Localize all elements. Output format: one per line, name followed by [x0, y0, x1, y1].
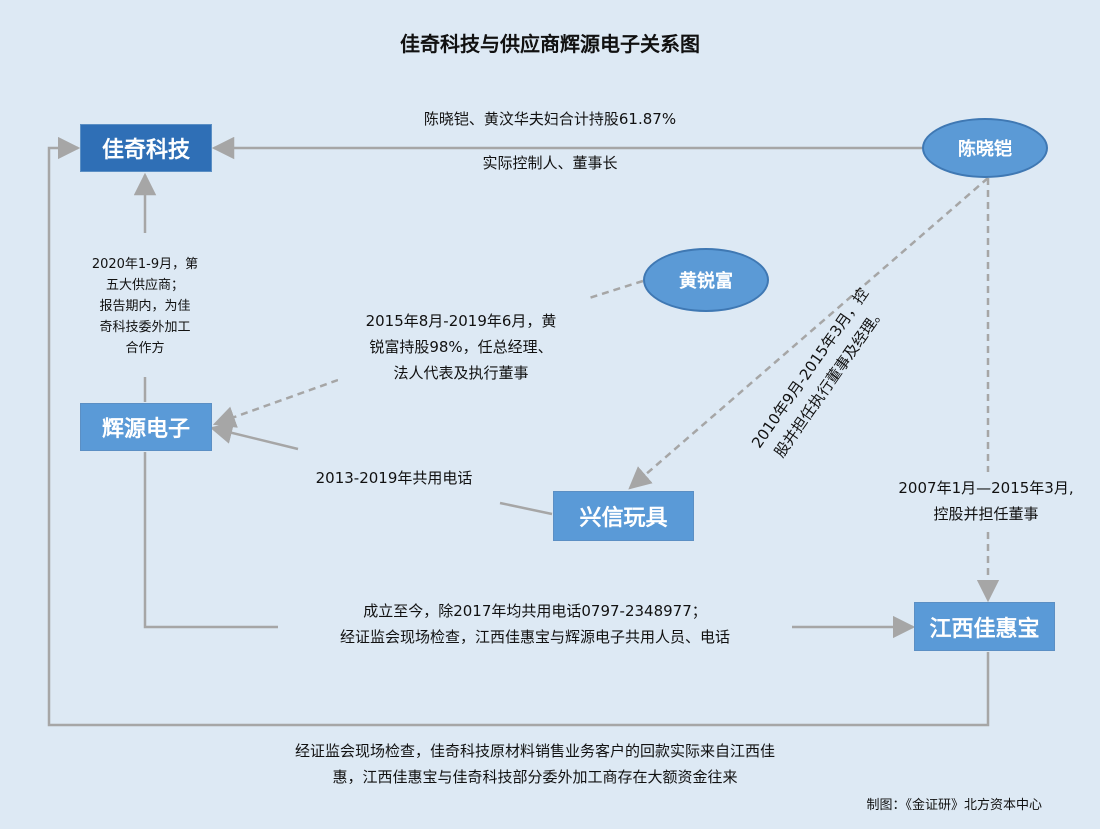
label-left-line4: 奇科技委外加工: [99, 320, 191, 335]
diagram-title: 佳奇科技与供应商辉源电子关系图: [400, 32, 700, 56]
label-bottom-line2: 惠，江西佳惠宝与佳奇科技部分委外加工商存在大额资金往来: [332, 768, 738, 786]
source-credit: 制图：《金证研》北方资本中心: [866, 798, 1042, 813]
node-jiangxi: 江西佳惠宝: [914, 602, 1055, 651]
label-mid-line2: 经证监会现场检查，江西佳惠宝与辉源电子共用人员、电话: [339, 628, 730, 646]
label-left-line3: 报告期内，为佳: [99, 299, 191, 314]
connector-jiangxi-to-jiaqi: [47, 136, 990, 727]
connector-huiyuan-to-jiangxi-left: [143, 452, 278, 629]
label-left-line5: 合作方: [125, 341, 165, 356]
node-huiyuan: 辉源电子: [80, 403, 212, 451]
connector-huiyuan-xingxin-lower: [499, 501, 553, 516]
label-right-line1: 2007年1月—2015年3月,: [898, 479, 1074, 497]
label-huang-line1: 2015年8月-2019年6月，黄: [365, 312, 557, 330]
label-left-block: 2020年1-9月，第 五大供应商； 报告期内，为佳 奇科技委外加工 合作方: [76, 254, 214, 359]
node-xingxin: 兴信玩具: [553, 491, 694, 541]
label-right-block: 2007年1月—2015年3月, 控股并担任董事: [888, 475, 1084, 527]
label-left-line1: 2020年1-9月，第: [91, 257, 199, 272]
label-bottom-line1: 经证监会现场检查，佳奇科技原材料销售业务客户的回款实际来自江西佳: [294, 742, 775, 760]
connector-chen-to-xingxin: [628, 177, 989, 490]
node-jiaqi: 佳奇科技: [80, 124, 212, 172]
connector-huiyuan-xingxin-upper: [209, 421, 299, 451]
connector-huang-to-huiyuan-upper: [585, 279, 644, 301]
label-huang-block: 2015年8月-2019年6月，黄 锐富持股98%，任总经理、 法人代表及执行董…: [338, 308, 584, 386]
label-left-line2: 五大供应商；: [105, 278, 184, 293]
label-bottom-block: 经证监会现场检查，佳奇科技原材料销售业务客户的回款实际来自江西佳 惠，江西佳惠宝…: [240, 738, 830, 790]
label-phone: 2013-2019年共用电话: [302, 465, 486, 491]
label-mid-line1: 成立至今，除2017年均共用电话0797-2348977；: [363, 602, 707, 620]
label-huang-line3: 法人代表及执行董事: [393, 364, 529, 382]
node-huangruifu: 黄锐富: [643, 248, 769, 312]
label-top-line2: 实际控制人、董事长: [430, 150, 670, 176]
label-huang-line2: 锐富持股98%，任总经理、: [369, 338, 553, 356]
label-top-line1: 陈晓铠、黄汶华夫妇合计持股61.87%: [390, 106, 710, 132]
connector-huang-to-huiyuan: [212, 378, 339, 428]
label-mid-block: 成立至今，除2017年均共用电话0797-2348977； 经证监会现场检查，江…: [280, 598, 790, 650]
node-chenxiaokai: 陈晓铠: [922, 118, 1048, 178]
label-right-line2: 控股并担任董事: [933, 505, 1039, 523]
